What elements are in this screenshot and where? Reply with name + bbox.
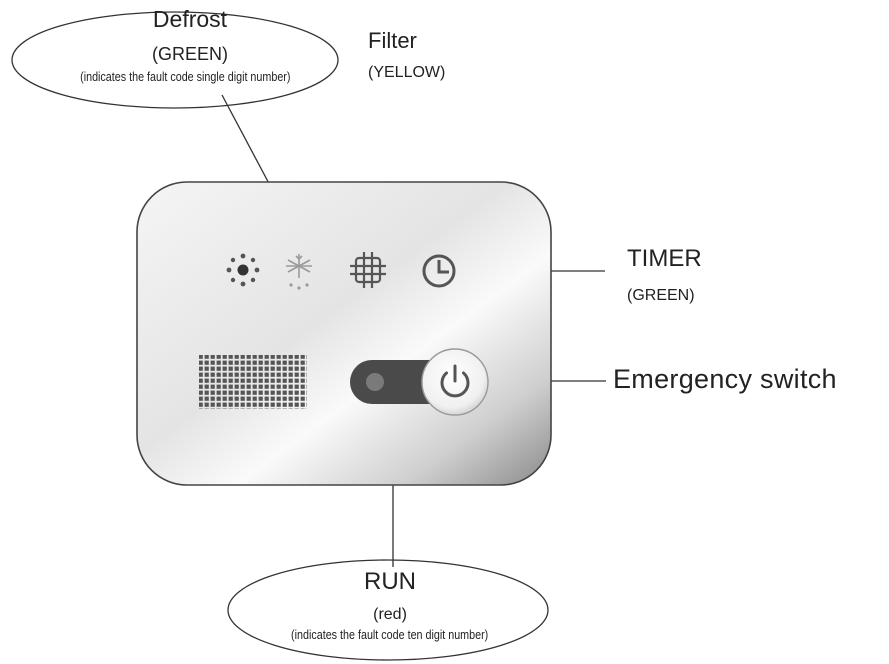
switch-led <box>366 373 384 391</box>
filter-label: Filter <box>368 28 417 53</box>
filter-color-label: (YELLOW) <box>368 64 446 81</box>
timer-label: TIMER <box>627 245 702 272</box>
run-label: RUN <box>364 568 416 595</box>
sun-dots-icon <box>226 253 260 287</box>
grid-filter-icon <box>350 252 386 288</box>
emergency-switch-label: Emergency switch <box>613 364 837 394</box>
defrost-note: (indicates the fault code single digit n… <box>79 70 291 84</box>
emergency-switch[interactable] <box>350 348 489 416</box>
timer-color-label: (GREEN) <box>627 287 695 304</box>
clock-icon <box>422 254 456 288</box>
defrost-color-label: (GREEN) <box>152 44 228 64</box>
run-note: (indicates the fault code ten digit numb… <box>291 628 489 642</box>
display-panel <box>136 181 552 486</box>
defrost-label: Defrost <box>152 6 228 32</box>
run-callout-ellipse <box>227 559 549 661</box>
receiver-grid <box>199 355 307 409</box>
defrost-callout-ellipse <box>11 11 339 109</box>
power-icon <box>440 364 470 398</box>
run-color-label: (red) <box>373 606 407 623</box>
snowflake-icon <box>286 254 312 290</box>
